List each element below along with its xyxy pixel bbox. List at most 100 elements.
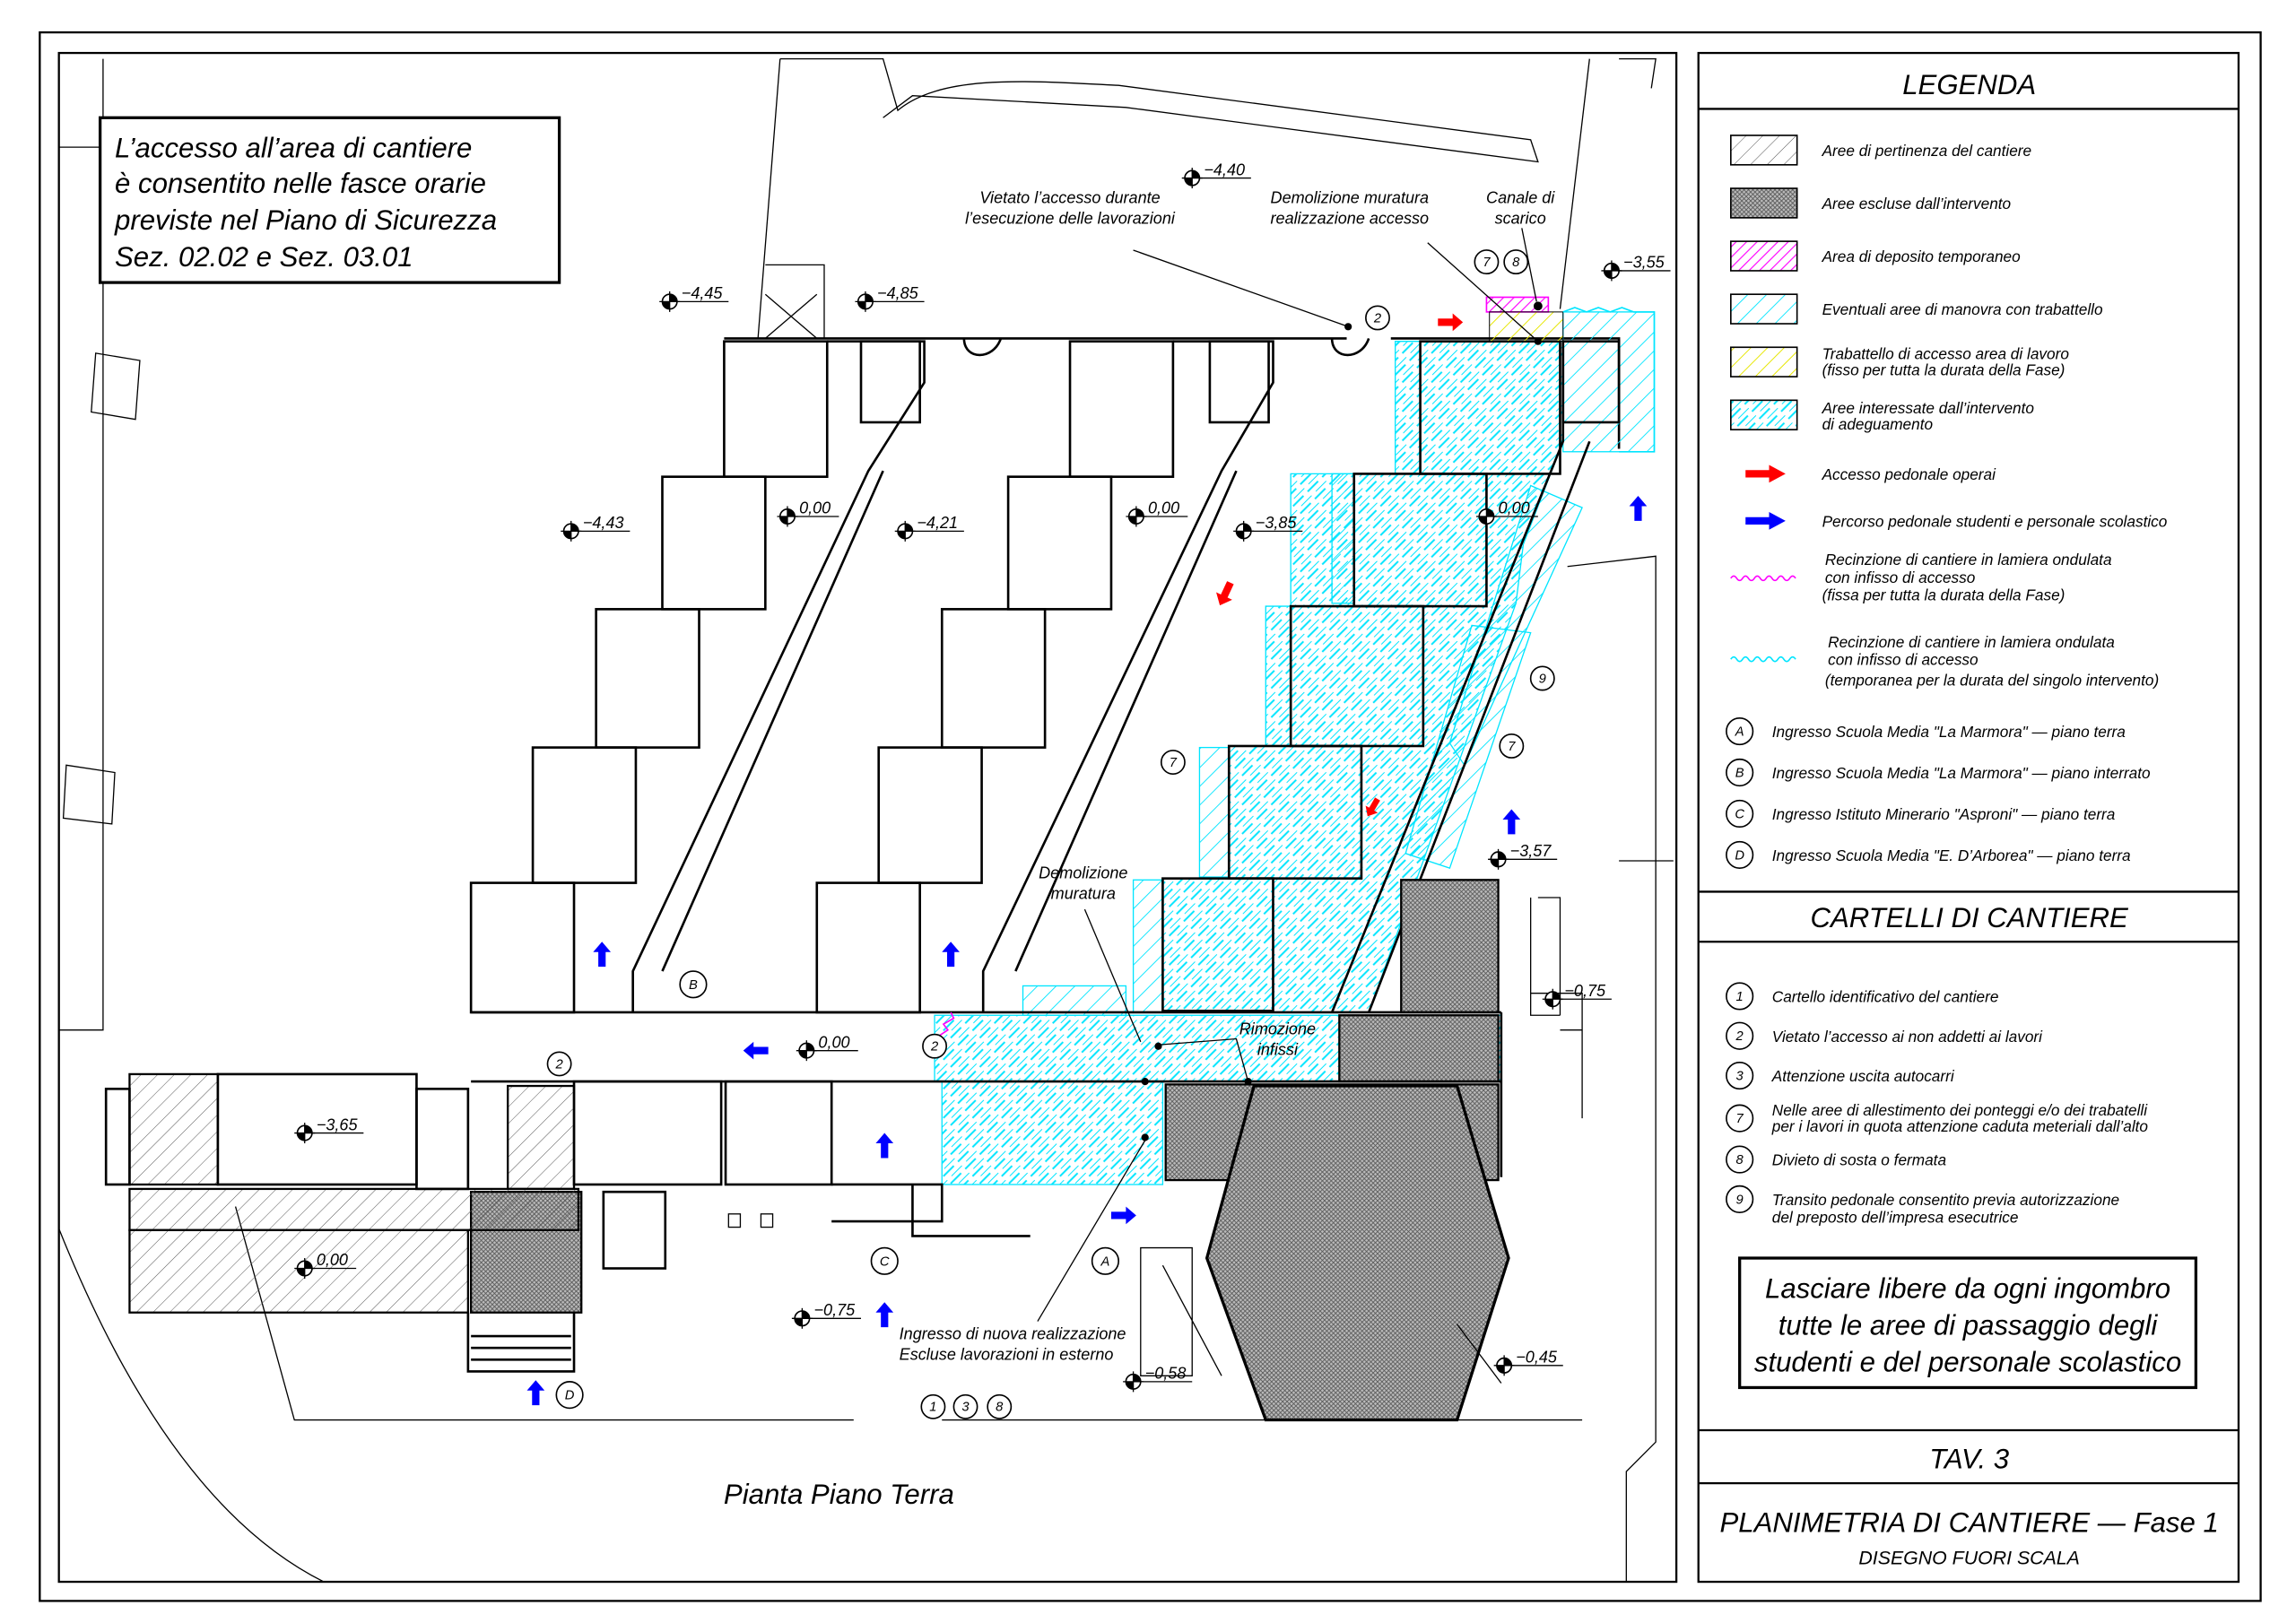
- elevation-label: 0,00: [317, 1251, 348, 1269]
- arrow-blue-icon: [1745, 512, 1786, 530]
- marker-label: 7: [1508, 740, 1516, 754]
- notice-line: tutte le aree di passaggio degli: [1779, 1309, 2159, 1341]
- pertinence-area: [104, 1072, 667, 1373]
- sign-label: del preposto dell’impresa esecutrice: [1772, 1209, 2019, 1227]
- arrow-right-icon: [1438, 313, 1464, 332]
- legend-panel: [1697, 51, 2240, 1584]
- elevation-label: −4,21: [917, 514, 958, 532]
- legend-label: Aree escluse dall’intervento: [1822, 195, 2012, 213]
- marker-label: 9: [1539, 672, 1546, 686]
- elevation-label: −0,58: [1145, 1365, 1187, 1383]
- annotation-text: realizzazione accesso: [1271, 209, 1430, 227]
- sign-label: per i lavori in quota attenzione caduta …: [1771, 1117, 2149, 1135]
- sign-label: Divieto di sosta o fermata: [1772, 1151, 1946, 1169]
- middle-wing: [815, 340, 1274, 1014]
- sign-key: 2: [1735, 1029, 1744, 1044]
- annotation-text: scarico: [1495, 209, 1546, 227]
- stairs-east: [1529, 897, 1583, 1119]
- sign-label: Cartello identificativo del cantiere: [1772, 988, 1999, 1006]
- arrow-right-icon: [1110, 1206, 1136, 1225]
- wave-cyan-icon: [1730, 655, 1796, 663]
- arrow-up-icon: [1629, 496, 1648, 521]
- legend-label: Percorso pedonale studenti e personale s…: [1822, 512, 2168, 530]
- sign-label: Attenzione uscita autocarri: [1771, 1067, 1955, 1085]
- elevation-label: 0,00: [1499, 499, 1530, 517]
- annotation-text: Rimozione: [1239, 1020, 1316, 1038]
- marker-label: B: [689, 978, 698, 993]
- signs-title: CARTELLI DI CANTIERE: [1810, 902, 2129, 933]
- legend-label: Aree di pertinenza del cantiere: [1822, 142, 2032, 160]
- wave-magenta-icon: [1730, 575, 1796, 582]
- notice-line: studenti e del personale scolastico: [1754, 1346, 2181, 1377]
- plan-frame: [57, 51, 1678, 1584]
- sign-key: 7: [1736, 1112, 1744, 1126]
- elevation-label: −4,45: [682, 284, 724, 302]
- legend-label: Area di deposito temporaneo: [1822, 247, 2022, 265]
- legend-label: Trabattello di accesso area di lavoro: [1822, 344, 2070, 362]
- site-boundary-right: [1567, 555, 1674, 1583]
- elevation-label: −3,65: [317, 1115, 359, 1133]
- notice-line: Lasciare libere da ogni ingombro: [1765, 1272, 2170, 1304]
- leader-lines: [1037, 228, 1539, 1322]
- annotation-text: l’esecuzione delle lavorazioni: [965, 209, 1176, 227]
- legend-label: Aree interessate dall’intervento: [1822, 399, 2035, 417]
- plan-title: Pianta Piano Terra: [724, 1479, 954, 1510]
- annotation-text: Canale di: [1486, 188, 1555, 206]
- elevation-label: −4,85: [877, 284, 919, 302]
- elevation-label: 0,00: [818, 1033, 849, 1051]
- sheet-number: TAV. 3: [1929, 1444, 2010, 1475]
- entrance-key: B: [1735, 766, 1744, 780]
- elevation-label: −0,75: [813, 1301, 856, 1319]
- elevation-label: 0,00: [1148, 499, 1179, 517]
- notice-line: Sez. 02.02 e Sez. 03.01: [115, 241, 413, 273]
- legend-label: di adeguamento: [1822, 415, 1934, 433]
- fence-temporary: [1562, 307, 1656, 453]
- swatch-intervention: [1730, 399, 1798, 430]
- sign-key: 8: [1736, 1153, 1744, 1167]
- arrow-up-icon: [593, 942, 612, 968]
- elevation-label: −0,75: [1564, 982, 1606, 1000]
- entrance-key: D: [1735, 848, 1744, 863]
- elevation-label: 0,00: [799, 499, 831, 517]
- entrance-label: Ingresso Istituto Minerario "Asproni" — …: [1772, 805, 2116, 823]
- annotation-text: Ingresso di nuova realizzazione: [900, 1324, 1126, 1342]
- marker-label: 7: [1170, 756, 1178, 770]
- legend-label: Accesso pedonale operai: [1822, 465, 1997, 483]
- notice-line: previste nel Piano di Sicurezza: [114, 204, 497, 236]
- site-boundary-left: [58, 58, 141, 1031]
- legend-label: (fissa per tutta la durata della Fase): [1822, 586, 2066, 604]
- marker-label: C: [880, 1254, 890, 1269]
- sign-key: 1: [1736, 990, 1744, 1004]
- annotation-text: Escluse lavorazioni in esterno: [900, 1345, 1114, 1363]
- site-boundary-right-top: [1559, 57, 1657, 309]
- marker-label: 2: [1373, 311, 1381, 325]
- arrow-diagonal-icon: [1212, 578, 1239, 610]
- site-curve: [58, 1228, 325, 1583]
- marker-label: D: [565, 1389, 575, 1403]
- legend-label: Recinzione di cantiere in lamiera ondula…: [1828, 633, 2115, 651]
- drawing-subtitle: DISEGNO FUORI SCALA: [1858, 1547, 2080, 1568]
- entrance-label: Ingresso Scuola Media "La Marmora" — pia…: [1772, 723, 2126, 741]
- legend-label: con infisso di accesso: [1828, 651, 1979, 669]
- marker-label: 8: [996, 1401, 1004, 1415]
- entrance-list: A Ingresso Scuola Media "La Marmora" — p…: [1726, 716, 2151, 869]
- elevation-label: −3,55: [1623, 254, 1665, 272]
- elevation-label: −4,40: [1204, 161, 1245, 178]
- arrow-up-icon: [526, 1380, 545, 1406]
- title-block: TAV. 3 PLANIMETRIA DI CANTIERE — Fase 1 …: [1698, 1428, 2239, 1568]
- legend-label: (fisso per tutta la durata della Fase): [1822, 360, 2066, 378]
- left-wing: [469, 340, 926, 1014]
- sign-label: Transito pedonale consentito previa auto…: [1772, 1191, 2119, 1209]
- stairs-south: [1140, 1246, 1502, 1384]
- arrow-left-icon: [743, 1041, 769, 1060]
- marker-label: A: [1100, 1254, 1109, 1269]
- elevation-markers: −4,40 −4,45 −4,85 −3,55 −4,43 −4,21 0,00…: [293, 161, 1671, 1393]
- swatch-deposit: [1730, 240, 1798, 272]
- arrow-red-icon: [1745, 464, 1786, 483]
- arrow-up-icon: [875, 1302, 894, 1328]
- sign-label: Nelle aree di allestimento dei ponteggi …: [1772, 1101, 2148, 1119]
- entrance-label: Ingresso Scuola Media "E. D’Arborea" — p…: [1772, 846, 2131, 864]
- arrow-up-icon: [942, 942, 960, 968]
- elevation-label: −3,85: [1256, 514, 1298, 532]
